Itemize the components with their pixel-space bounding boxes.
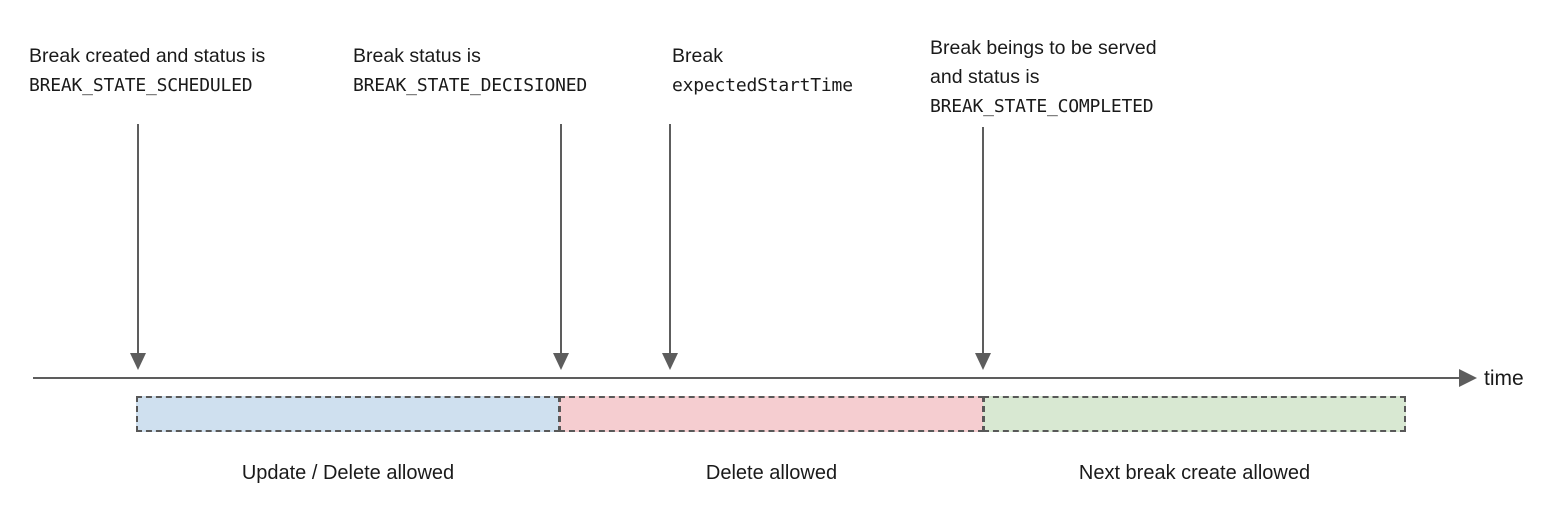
- annotation-line: Break created and status is: [29, 45, 266, 67]
- arrow-shaft: [137, 124, 139, 353]
- event-annotation-decisioned: Break status is BREAK_STATE_DECISIONED: [353, 42, 587, 100]
- event-annotation-expected-start-time: Break expectedStartTime: [672, 42, 853, 100]
- phase-bar-next-break: [983, 396, 1406, 432]
- annotation-line-code: BREAK_STATE_COMPLETED: [930, 96, 1154, 117]
- arrow-head: [975, 353, 991, 370]
- arrow-shaft: [560, 124, 562, 353]
- phase-caption-next-break: Next break create allowed: [1078, 462, 1311, 484]
- annotation-line-code: BREAK_STATE_DECISIONED: [353, 75, 588, 96]
- event-annotation-scheduled: Break created and status is BREAK_STATE_…: [29, 42, 265, 100]
- annotation-line: Break: [672, 45, 723, 67]
- annotation-line-code: BREAK_STATE_SCHEDULED: [29, 75, 253, 96]
- arrow-shaft: [982, 127, 984, 353]
- annotation-line: Break status is: [353, 45, 481, 67]
- phase-bar-delete: [559, 396, 984, 432]
- arrow-right-icon: [1459, 369, 1477, 387]
- arrow-head: [130, 353, 146, 370]
- arrow-shaft: [669, 124, 671, 353]
- annotation-line: Break beings to be served: [930, 37, 1157, 59]
- event-annotation-completed: Break beings to be served and status is …: [930, 34, 1157, 121]
- arrow-down-icon-expected-start-time: [661, 124, 679, 370]
- phase-bar-update-delete: [136, 396, 560, 432]
- time-axis-label: time: [1484, 367, 1524, 390]
- arrow-head: [662, 353, 678, 370]
- phase-caption-update-delete: Update / Delete allowed: [241, 462, 455, 484]
- arrow-down-icon-completed: [974, 127, 992, 370]
- arrow-head: [553, 353, 569, 370]
- phase-caption-delete: Delete allowed: [705, 462, 838, 484]
- arrow-down-icon-scheduled: [129, 124, 147, 370]
- time-axis-line: [33, 377, 1461, 379]
- annotation-line: and status is: [930, 66, 1040, 88]
- arrow-down-icon-decisioned: [552, 124, 570, 370]
- annotation-line-code: expectedStartTime: [672, 75, 853, 96]
